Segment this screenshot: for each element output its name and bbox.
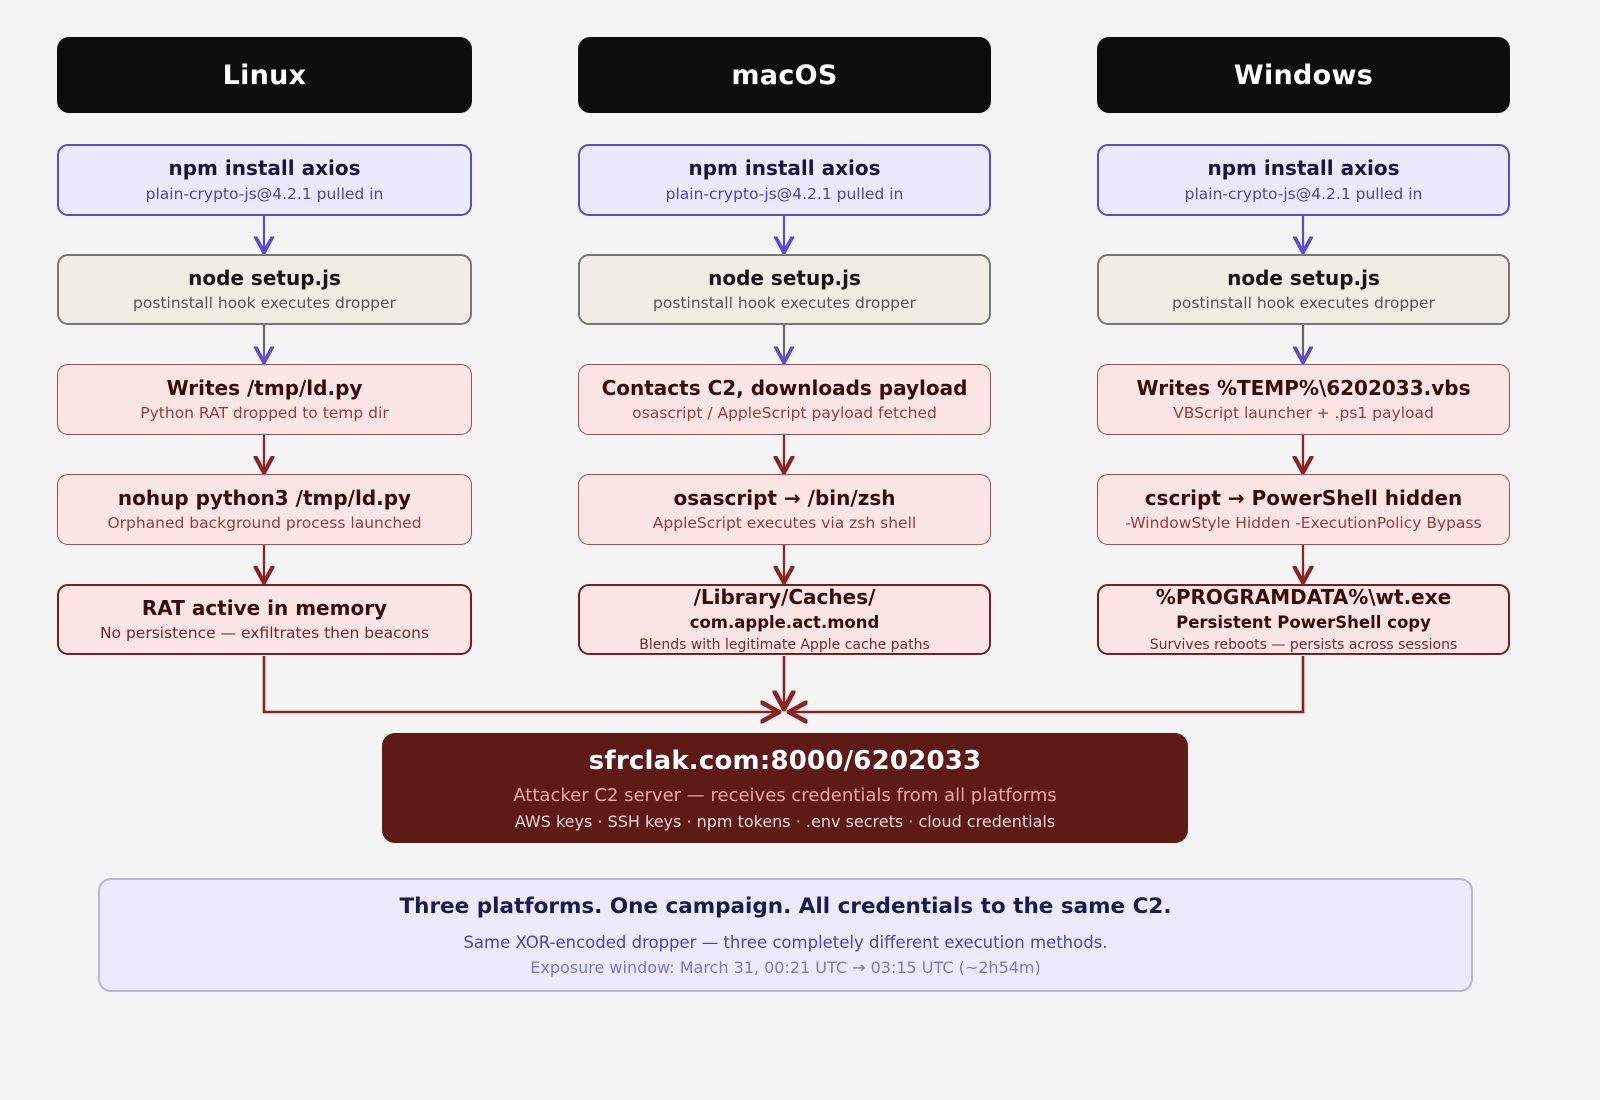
node-subtitle: Python RAT dropped to temp dir: [140, 404, 389, 423]
node-subtitle: postinstall hook executes dropper: [653, 294, 916, 313]
node-subtitle: postinstall hook executes dropper: [133, 294, 396, 313]
node-windows-step-3[interactable]: Writes %TEMP%\6202033.vbs VBScript launc…: [1097, 364, 1510, 435]
node-title: nohup python3 /tmp/ld.py: [117, 485, 412, 510]
node-title: Writes %TEMP%\6202033.vbs: [1136, 375, 1471, 400]
node-title: node setup.js: [188, 265, 341, 290]
c2-title: sfrclak.com:8000/6202033: [588, 745, 982, 776]
node-macos-step-5[interactable]: /Library/Caches/ com.apple.act.mond Blen…: [578, 584, 991, 655]
node-linux-step-1[interactable]: npm install axios plain-crypto-js@4.2.1 …: [57, 144, 472, 216]
node-title: Contacts C2, downloads payload: [601, 375, 968, 400]
column-header-linux: Linux: [57, 37, 472, 113]
column-header-windows: Windows: [1097, 37, 1510, 113]
node-title: npm install axios: [1207, 156, 1400, 181]
node-linux-step-2[interactable]: node setup.js postinstall hook executes …: [57, 254, 472, 325]
node-subtitle: postinstall hook executes dropper: [1172, 294, 1435, 313]
node-macos-step-1[interactable]: npm install axios plain-crypto-js@4.2.1 …: [578, 144, 991, 216]
summary-line-3: Exposure window: March 31, 00:21 UTC → 0…: [530, 957, 1041, 977]
node-subtitle: Orphaned background process launched: [107, 514, 422, 533]
node-title: Writes /tmp/ld.py: [166, 375, 363, 400]
node-title: npm install axios: [168, 156, 361, 181]
column-header-linux-label: Linux: [222, 59, 307, 91]
c2-server-box[interactable]: sfrclak.com:8000/6202033 Attacker C2 ser…: [382, 733, 1188, 843]
node-macos-step-2[interactable]: node setup.js postinstall hook executes …: [578, 254, 991, 325]
connector-linux-to-c2: [262, 656, 775, 712]
node-note: Blends with legitimate Apple cache paths: [639, 636, 930, 653]
node-title: cscript → PowerShell hidden: [1144, 485, 1463, 510]
column-header-macos-label: macOS: [731, 59, 838, 91]
node-windows-step-4[interactable]: cscript → PowerShell hidden -WindowStyle…: [1097, 474, 1510, 545]
node-linux-step-3[interactable]: Writes /tmp/ld.py Python RAT dropped to …: [57, 364, 472, 435]
node-subtitle: Persistent PowerShell copy: [1176, 613, 1431, 633]
node-title: node setup.js: [1227, 265, 1380, 290]
column-header-windows-label: Windows: [1233, 59, 1374, 91]
node-subtitle: VBScript launcher + .ps1 payload: [1173, 404, 1434, 423]
node-macos-step-3[interactable]: Contacts C2, downloads payload osascript…: [578, 364, 991, 435]
connector-windows-to-c2: [793, 656, 1305, 712]
node-subtitle: -WindowStyle Hidden -ExecutionPolicy Byp…: [1125, 514, 1482, 533]
summary-line-2: Same XOR-encoded dropper — three complet…: [463, 932, 1108, 952]
node-subtitle: AppleScript executes via zsh shell: [652, 514, 917, 533]
c2-subtitle: Attacker C2 server — receives credential…: [513, 784, 1057, 806]
node-windows-step-2[interactable]: node setup.js postinstall hook executes …: [1097, 254, 1510, 325]
node-subtitle: plain-crypto-js@4.2.1 pulled in: [665, 184, 904, 203]
node-note: No persistence — exfiltrates then beacon…: [99, 623, 430, 642]
node-linux-step-5[interactable]: RAT active in memory No persistence — ex…: [57, 584, 472, 655]
node-note: Survives reboots — persists across sessi…: [1149, 636, 1458, 653]
node-title: %PROGRAMDATA%\wt.exe: [1155, 585, 1452, 609]
node-subtitle: plain-crypto-js@4.2.1 pulled in: [145, 184, 384, 203]
node-subtitle: osascript / AppleScript payload fetched: [632, 404, 937, 423]
node-title: npm install axios: [688, 156, 881, 181]
summary-box: Three platforms. One campaign. All crede…: [98, 878, 1473, 992]
node-title: node setup.js: [708, 265, 861, 290]
node-title: /Library/Caches/: [693, 585, 876, 609]
node-subtitle: plain-crypto-js@4.2.1 pulled in: [1184, 184, 1423, 203]
c2-credential-list: AWS keys · SSH keys · npm tokens · .env …: [514, 811, 1056, 831]
summary-headline: Three platforms. One campaign. All crede…: [399, 893, 1172, 919]
node-title: RAT active in memory: [141, 596, 388, 621]
node-windows-step-5[interactable]: %PROGRAMDATA%\wt.exe Persistent PowerShe…: [1097, 584, 1510, 655]
node-subtitle: com.apple.act.mond: [689, 613, 880, 633]
node-windows-step-1[interactable]: npm install axios plain-crypto-js@4.2.1 …: [1097, 144, 1510, 216]
column-header-macos: macOS: [578, 37, 991, 113]
node-title: osascript → /bin/zsh: [673, 485, 896, 510]
node-macos-step-4[interactable]: osascript → /bin/zsh AppleScript execute…: [578, 474, 991, 545]
node-linux-step-4[interactable]: nohup python3 /tmp/ld.py Orphaned backgr…: [57, 474, 472, 545]
